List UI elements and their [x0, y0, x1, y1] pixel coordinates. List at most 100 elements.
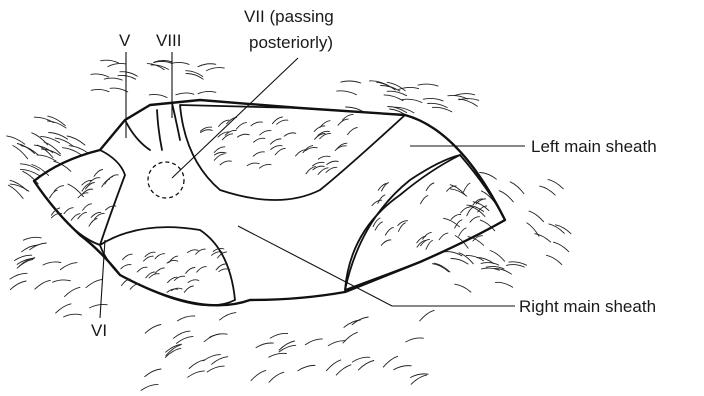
- hatch-stroke: [348, 128, 358, 135]
- hatch-stroke: [10, 273, 27, 279]
- hatch-stroke: [186, 267, 195, 273]
- hatch-stroke: [214, 154, 224, 161]
- hatch-stroke: [236, 123, 246, 130]
- nerve-vii-opening: [148, 162, 184, 198]
- hatch-stroke: [352, 357, 369, 362]
- hatch-stroke: [378, 195, 385, 203]
- hatch-stroke: [17, 144, 34, 154]
- hatch-stroke: [275, 148, 285, 155]
- hatch-stroke: [171, 62, 189, 64]
- hatch-stroke: [210, 334, 228, 337]
- hatch-stroke: [459, 228, 466, 236]
- hatch-stroke: [165, 348, 181, 357]
- hatch-stroke: [495, 282, 512, 287]
- hatch-stroke: [540, 186, 556, 195]
- hatch-stroke: [358, 361, 373, 370]
- hatch-stroke: [149, 94, 167, 97]
- hatch-stroke: [510, 182, 524, 194]
- hatch-stroke: [385, 227, 393, 235]
- hatch-stroke: [384, 95, 403, 101]
- hatch-stroke: [69, 146, 88, 153]
- hatch-stroke: [260, 131, 271, 135]
- hatch-stroke: [56, 304, 71, 313]
- hatch-stroke: [53, 280, 71, 282]
- hatch-stroke: [65, 287, 80, 296]
- hatch-stroke: [402, 99, 422, 102]
- hatch-stroke: [247, 163, 259, 166]
- hatch-stroke: [318, 156, 330, 159]
- hatch-stroke: [94, 170, 103, 177]
- hatch-stroke: [167, 289, 178, 292]
- hatch-stroke: [432, 107, 452, 112]
- hatch-stroke: [439, 233, 448, 240]
- hatch-stroke: [237, 134, 249, 137]
- hatch-stroke: [279, 345, 296, 352]
- hatch-stroke: [214, 147, 225, 153]
- hatch-stroke: [188, 371, 205, 377]
- hatch-stroke: [554, 242, 569, 252]
- hatch-stroke: [451, 214, 461, 219]
- hatch-stroke: [141, 384, 158, 390]
- hatch-stroke: [23, 237, 41, 240]
- hatch-stroke: [78, 212, 87, 219]
- hatch-stroke: [272, 117, 282, 124]
- hatch-stroke: [426, 240, 433, 249]
- hatch-stroke: [176, 93, 194, 95]
- hatch-stroke: [459, 99, 478, 106]
- hatch-stroke: [336, 365, 351, 375]
- hatch-stroke: [481, 263, 499, 265]
- label-vii-line2: posteriorly): [249, 33, 333, 52]
- hatch-stroke: [10, 281, 26, 290]
- hatch-stroke: [370, 81, 389, 86]
- hatch-stroke: [50, 190, 58, 198]
- hatch-stroke: [467, 207, 474, 216]
- hatch-stroke: [155, 254, 165, 259]
- hatch-stroke: [314, 126, 325, 132]
- hatch-stroke: [381, 240, 391, 245]
- hatch-stroke: [490, 251, 505, 262]
- hatch-stroke: [343, 332, 358, 343]
- hatch-stroke: [90, 178, 100, 183]
- hatch-stroke: [149, 274, 159, 278]
- hatch-stroke: [421, 196, 428, 204]
- hatch-stroke: [204, 334, 220, 342]
- hatch-stroke: [444, 252, 462, 256]
- hatch-stroke: [63, 148, 82, 155]
- label-right-main-sheath: Right main sheath: [519, 297, 656, 316]
- hatch-stroke: [306, 167, 316, 174]
- hatch-stroke: [529, 211, 544, 222]
- hatch-stroke: [406, 338, 424, 342]
- hatch-stroke: [284, 133, 296, 136]
- hatch-stroke: [91, 89, 109, 91]
- hatch-stroke: [428, 103, 448, 107]
- hatch-stroke: [337, 91, 357, 95]
- hatch-stroke: [451, 258, 468, 264]
- hatch-stroke: [270, 333, 287, 338]
- hatch-stroke: [548, 179, 563, 188]
- hatch-stroke: [506, 265, 524, 267]
- hatch-stroke: [60, 263, 77, 270]
- hatch-stroke: [110, 88, 128, 92]
- hatch-stroke: [34, 117, 53, 122]
- hatch-stroke: [118, 75, 136, 79]
- hatch-stroke: [269, 353, 287, 357]
- hatch-stroke: [13, 146, 28, 159]
- hatch-stroke: [327, 161, 339, 164]
- hatch-stroke: [91, 74, 109, 77]
- hatch-stroke: [189, 360, 205, 369]
- surrounding-tissue-hatching: [7, 60, 571, 390]
- hatch-stroke: [254, 138, 265, 142]
- hatch-stroke: [455, 284, 471, 292]
- hatch-stroke: [383, 356, 397, 367]
- hatch-stroke: [251, 370, 266, 380]
- hatch-stroke: [123, 254, 133, 259]
- hatch-stroke: [176, 336, 193, 343]
- hatch-stroke: [188, 280, 199, 283]
- hatch-stroke: [145, 369, 161, 377]
- hatch-stroke: [222, 134, 232, 140]
- label-viii: VIII: [156, 31, 182, 50]
- hatch-stroke: [220, 161, 231, 165]
- hatch-stroke: [464, 183, 471, 192]
- hatch-stroke: [184, 286, 193, 292]
